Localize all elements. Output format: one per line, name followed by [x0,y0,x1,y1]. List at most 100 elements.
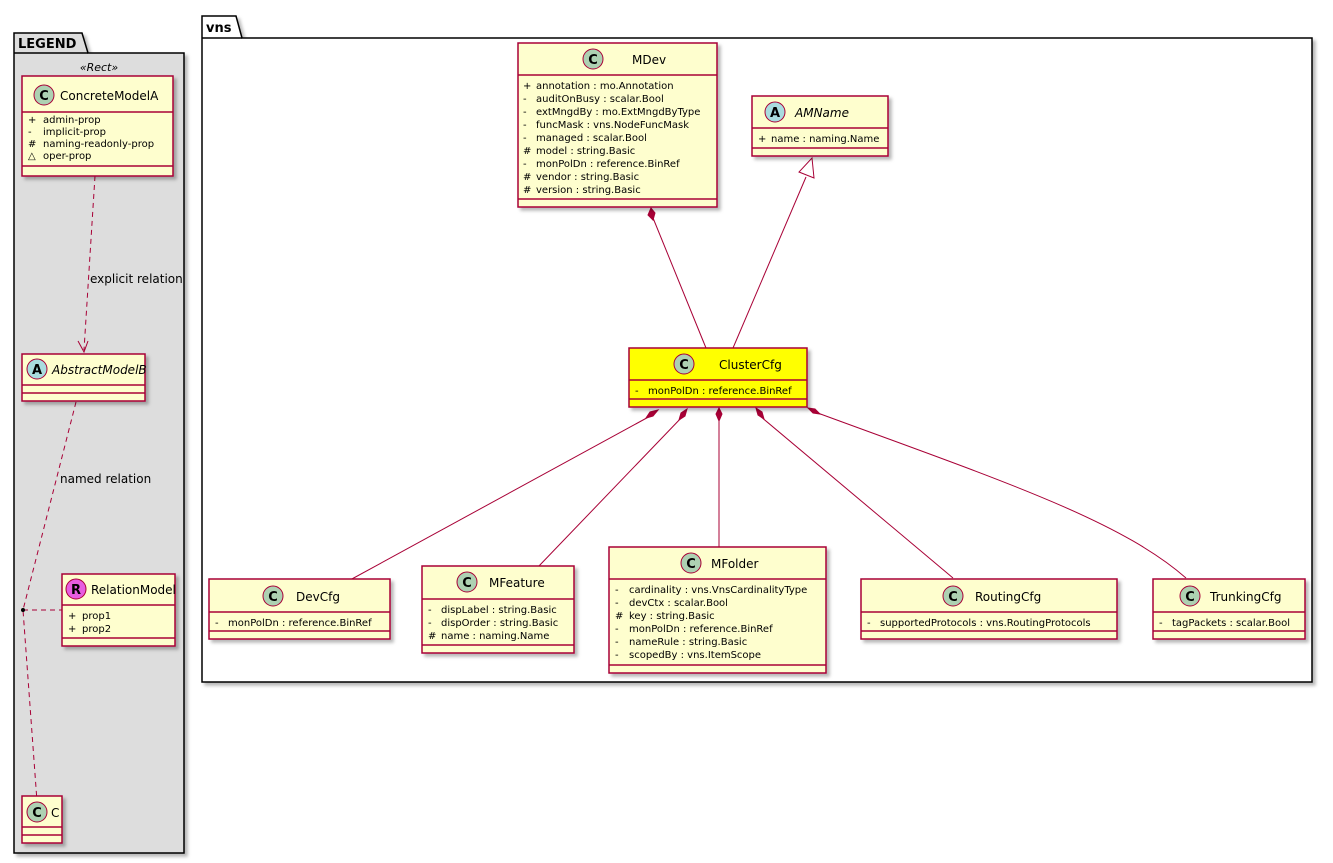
attribute-row: - scopedBy : vns.ItemScope [615,650,761,661]
visibility-icon: # [523,185,531,196]
prop-text: admin-prop [43,115,101,126]
attribute-row: # model : string.Basic [523,146,635,157]
class-devcfg[interactable]: C DevCfg - monPolDn : reference.BinRef [208,578,391,640]
class-c-glyph: C [32,806,42,821]
attribute-row: - monPolDn : reference.BinRef [215,618,372,629]
class-c-glyph: C [462,576,472,591]
named-relation-label: named relation [60,472,151,486]
visibility-icon: - [523,107,527,118]
legend-class-c[interactable]: C C [21,795,63,844]
class-c-icon [582,48,604,70]
prop-row: + admin-prop [28,115,101,126]
attribute-row: - cardinality : vns.VnsCardinalityType [615,585,807,596]
visibility-icon: # [28,139,36,150]
class-c-glyph: C [268,590,278,605]
attribute-text: dispOrder : string.Basic [441,618,558,629]
prop-row: # naming-readonly-prop [28,139,154,150]
attribute-text: devCtx : scalar.Bool [629,598,728,609]
visibility-icon: + [68,611,76,622]
attribute-row: - monPolDn : reference.BinRef [635,386,792,397]
class-mdev[interactable]: C MDev + annotation : mo.Annotation - au… [517,42,718,208]
vns-package-title: vns [206,21,232,36]
class-name: C [51,806,59,820]
attribute-text: monPolDn : reference.BinRef [629,624,773,635]
attribute-row: # vendor : string.Basic [523,172,639,183]
visibility-icon: # [523,146,531,157]
class-c-icon [456,571,478,593]
attribute-row: - funcMask : vns.NodeFuncMask [523,120,689,131]
attribute-text: key : string.Basic [629,611,715,622]
attribute-text: name : naming.Name [771,134,879,145]
attribute-row: - managed : scalar.Bool [523,133,647,144]
class-name: MFeature [489,576,545,590]
visibility-icon: - [1159,618,1163,629]
attribute-text: cardinality : vns.VnsCardinalityType [629,585,807,596]
attribute-row: - monPolDn : reference.BinRef [615,624,773,635]
visibility-icon: - [428,618,432,629]
visibility-icon: △ [28,151,36,162]
class-c-glyph: C [948,590,958,605]
class-c-glyph: C [686,557,696,572]
prop-text: naming-readonly-prop [43,139,154,150]
attribute-row: - dispOrder : string.Basic [428,618,558,629]
class-c-glyph: C [39,89,49,104]
visibility-icon: + [28,115,36,126]
visibility-icon: - [615,585,619,596]
class-c-icon [680,552,702,574]
class-c-icon [942,585,964,607]
attribute-row: + annotation : mo.Annotation [523,81,674,92]
attribute-text: tagPackets : scalar.Bool [1172,618,1290,629]
class-mfolder[interactable]: C MFolder - cardinality : vns.VnsCardina… [608,546,827,674]
class-a-icon [26,358,48,380]
class-clustercfg[interactable]: C ClusterCfg - monPolDn : reference.BinR… [628,347,808,408]
class-name: AMName [794,106,849,120]
visibility-icon: - [28,127,32,138]
prop-row: △ oper-prop [28,151,91,162]
visibility-icon: - [523,94,527,105]
class-r-glyph: R [71,583,81,598]
attribute-text: model : string.Basic [536,146,635,157]
visibility-icon: - [867,618,871,629]
class-a-icon [764,101,786,123]
class-name: ClusterCfg [719,358,782,372]
class-trunkingcfg[interactable]: C TrunkingCfg - tagPackets : scalar.Bool [1152,578,1306,640]
class-c-glyph: C [588,53,598,68]
attribute-text: dispLabel : string.Basic [441,605,557,616]
class-c-icon [1179,585,1201,607]
visibility-icon: # [615,611,623,622]
class-name: MDev [632,53,666,67]
attribute-row: # version : string.Basic [523,185,641,196]
legend-class-relation[interactable]: R RelationModel + prop1 + prop2 [61,573,176,647]
attribute-row: # name : naming.Name [428,631,549,642]
legend-stereotype: «Rect» [80,61,119,74]
attribute-row: - tagPackets : scalar.Bool [1159,618,1290,629]
visibility-icon: - [615,624,619,635]
attribute-row: + name : naming.Name [758,134,879,145]
attribute-text: vendor : string.Basic [536,172,639,183]
legend-class-abstract[interactable]: A AbstractModelB [21,353,147,402]
attribute-text: auditOnBusy : scalar.Bool [536,94,664,105]
attribute-row: - auditOnBusy : scalar.Bool [523,94,664,105]
class-routingcfg[interactable]: C RoutingCfg - supportedProtocols : vns.… [860,578,1118,640]
class-c-glyph: C [679,358,689,373]
class-name: MFolder [711,557,759,571]
attribute-row: - dispLabel : string.Basic [428,605,557,616]
composition-diamond-icon [647,207,656,221]
attribute-row: - devCtx : scalar.Bool [615,598,728,609]
visibility-icon: + [758,134,766,145]
attribute-row: - monPolDn : reference.BinRef [523,159,680,170]
visibility-icon: - [615,598,619,609]
attribute-text: monPolDn : reference.BinRef [648,386,792,397]
attribute-text: name : naming.Name [441,631,549,642]
legend-class-concrete[interactable]: C ConcreteModelA + admin-prop - implicit… [21,75,174,177]
class-mfeature[interactable]: C MFeature - dispLabel : string.Basic - … [421,565,575,654]
attribute-row: - supportedProtocols : vns.RoutingProtoc… [867,618,1091,629]
class-name: ConcreteModelA [60,89,159,103]
attribute-text: managed : scalar.Bool [536,133,647,144]
attribute-row: - extMngdBy : mo.ExtMngdByType [523,107,700,118]
attribute-text: funcMask : vns.NodeFuncMask [536,120,689,131]
attribute-text: extMngdBy : mo.ExtMngdByType [536,107,700,118]
class-amname[interactable]: A AMName + name : naming.Name [751,95,889,157]
visibility-icon: # [523,172,531,183]
legend-package: LEGEND «Rect» [13,32,185,854]
